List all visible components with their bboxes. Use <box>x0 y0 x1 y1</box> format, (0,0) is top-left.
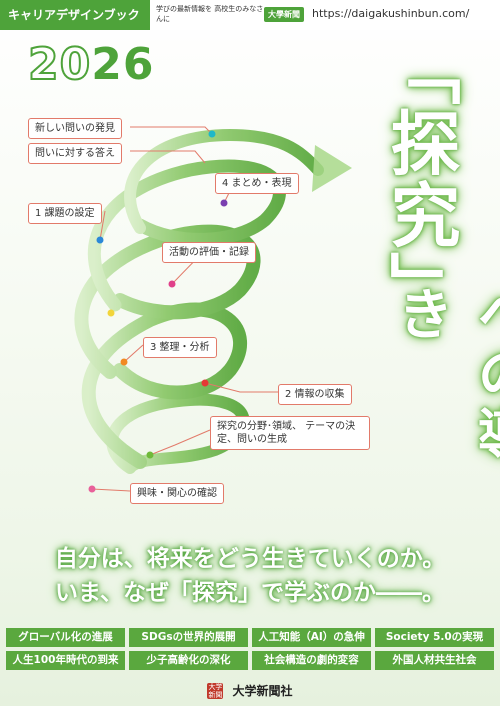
label-step2: 2 情報の収集 <box>278 384 352 405</box>
keyword-box: SDGsの世界的展開 <box>129 628 248 647</box>
main-title: 「探究」 <box>379 35 462 323</box>
publisher-logo-icon: 大学 新聞 <box>207 682 224 699</box>
label-new-question: 新しい問いの発見 <box>28 118 122 139</box>
slogan: 自分は、将来をどう生きていくのか。 いま、なぜ「探究」で学ぶのか――。 <box>0 542 500 610</box>
label-field: 探究の分野･領域、 テーマの決定、問いの生成 <box>210 416 370 450</box>
year-suffix: 26 <box>91 39 155 90</box>
main-subtitle: への導き <box>388 285 500 465</box>
year-title: 2026 <box>27 39 155 91</box>
keyword-box: Society 5.0の実現 <box>375 628 494 647</box>
label-step4: 4 まとめ・表現 <box>215 173 299 194</box>
keyword-box: 外国人材共生社会 <box>375 651 494 670</box>
label-step1: 1 課題の設定 <box>28 203 102 224</box>
keyword-box: 人工知能（AI）の急伸 <box>252 628 371 647</box>
site-url-link[interactable]: https://daigakushinbun.com/ <box>312 7 470 20</box>
arrow-head <box>312 145 352 192</box>
label-evaluation: 活動の評価・記録 <box>162 242 256 263</box>
series-name: キャリアデザインブック <box>0 0 150 30</box>
slogan-line-2: いま、なぜ「探究」で学ぶのか――。 <box>54 579 446 606</box>
year-prefix: 20 <box>27 39 92 91</box>
keyword-box: グローバル化の進展 <box>6 628 125 647</box>
keyword-box: 少子高齢化の深化 <box>129 651 248 670</box>
header-bar: キャリアデザインブック 学びの最新情報を 高校生のみなさんに 大學新聞 http… <box>0 0 500 30</box>
tagline: 学びの最新情報を 高校生のみなさんに <box>156 5 264 23</box>
footer: 大学 新聞 大学新聞社 <box>0 680 500 706</box>
keyword-box: 人生100年時代の到来 <box>6 651 125 670</box>
publisher-badge: 大學新聞 <box>264 7 304 22</box>
label-answer: 問いに対する答え <box>28 143 122 164</box>
keyword-box: 社会構造の劇的変容 <box>252 651 371 670</box>
keyword-grid: グローバル化の進展 SDGsの世界的展開 人工知能（AI）の急伸 Society… <box>6 628 494 670</box>
title-block: 「探究」 への導き <box>360 35 500 515</box>
label-step3: 3 整理・分析 <box>143 337 217 358</box>
publisher-name: 大学新聞社 <box>232 684 293 698</box>
label-interest: 興味・関心の確認 <box>130 483 224 504</box>
slogan-line-1: 自分は、将来をどう生きていくのか。 <box>54 545 446 572</box>
